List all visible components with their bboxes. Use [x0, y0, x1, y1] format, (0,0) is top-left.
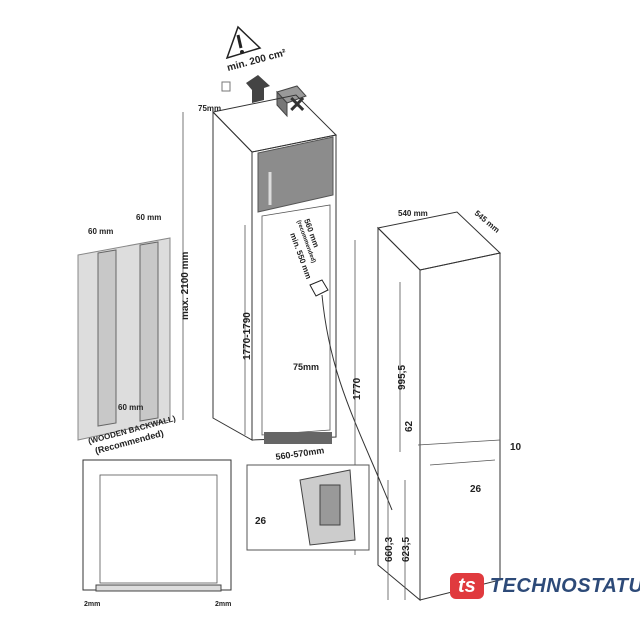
socket-icon: [221, 81, 231, 92]
frame-gap-left-label: 2mm: [84, 601, 100, 608]
bottom-gap-label: 75mm: [293, 362, 319, 372]
cabinet-drawing: [212, 94, 338, 444]
lower-height-1-label: 660,3: [384, 537, 395, 562]
channel-left-label: 60 mm: [88, 227, 113, 236]
niche-height-label: 1770-1790: [242, 312, 253, 360]
svg-text:✕: ✕: [288, 92, 306, 117]
backwall-bottom-gap-label: 60 mm: [118, 403, 143, 412]
slide-offset-label: 26: [470, 484, 482, 495]
channel-right-label: 60 mm: [136, 213, 161, 222]
hinge-offset-label: 62: [404, 420, 415, 432]
niche-width-label: 560-570mm: [275, 445, 325, 462]
warning-icon: [225, 25, 262, 60]
top-gap-label: 75mm: [198, 104, 221, 113]
frame-gap-right-label: 2mm: [215, 601, 231, 608]
appliance-drawing: [376, 211, 502, 602]
max-height-label: max. 2100 mm: [180, 252, 191, 320]
hinge-detail-drawing: [246, 464, 370, 551]
brand-name: TECHNOSTATUS: [489, 574, 640, 597]
detail-offset-label: 26: [255, 516, 267, 527]
airflow-arrow-icon: [246, 75, 270, 103]
brand-logo: ts TECHNOSTATUS: [450, 573, 640, 599]
door-height-label: 995,5: [397, 365, 408, 390]
lower-height-2-label: 623,5: [401, 537, 412, 562]
power-plug-icon: [309, 279, 393, 511]
hinge-gap-label: 10: [510, 442, 522, 453]
brand-mark: ts: [450, 573, 484, 599]
wooden-backwall-drawing: [77, 237, 171, 441]
blocked-vent-icon: ✕: [276, 85, 307, 118]
total-height-label: 1770: [352, 377, 363, 400]
frame-drawing: [82, 459, 232, 592]
appliance-width-label: 540 mm: [398, 209, 428, 218]
